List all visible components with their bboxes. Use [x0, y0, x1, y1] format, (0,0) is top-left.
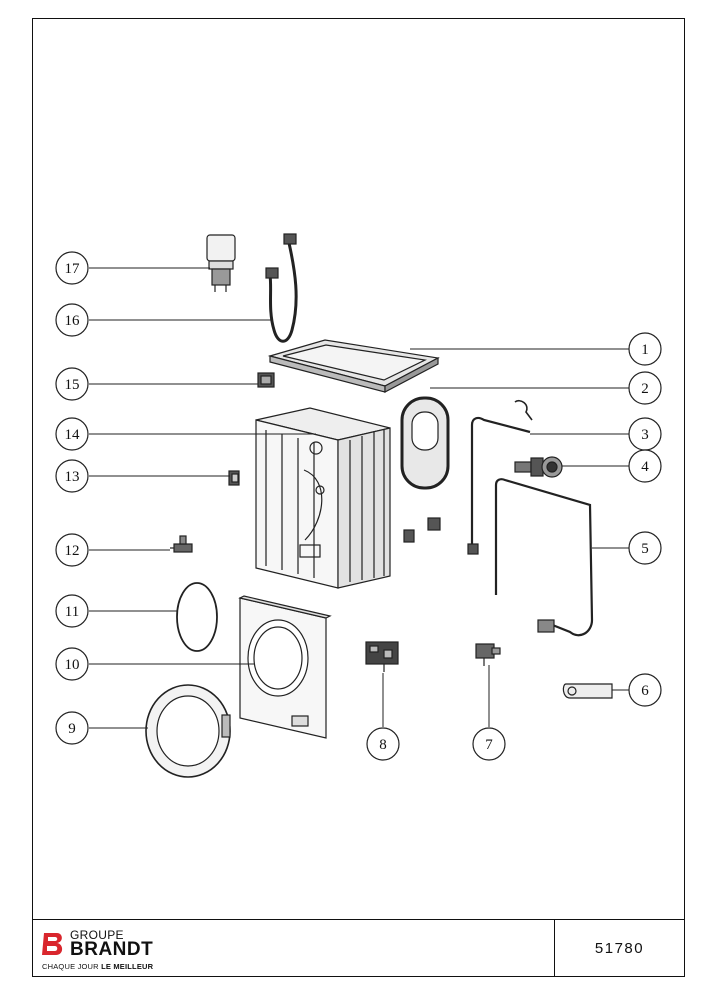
callout-7: 7: [485, 737, 493, 753]
callout-13: 13: [65, 469, 80, 485]
document-number: 51780: [594, 940, 645, 957]
part-13-clip: [228, 470, 240, 486]
callout-16: 16: [65, 313, 81, 329]
tagline-bold: LE MEILLEUR: [101, 962, 154, 971]
brand-tagline: CHAQUE JOUR LE MEILLEUR: [42, 962, 153, 971]
brand-group-label: GROUPE: [70, 928, 124, 942]
part-17-pump-motor: [206, 234, 236, 292]
callout-15: 15: [65, 377, 80, 393]
part-5-drain-hose: [494, 478, 594, 637]
callout-circles: [55, 251, 662, 761]
part-12-lock: [170, 535, 193, 553]
drawing-sheet: [32, 18, 685, 977]
callout-6: 6: [641, 683, 649, 699]
part-11-door-seal: [176, 582, 218, 652]
title-block-divider: [554, 920, 555, 977]
callout-12: 12: [65, 543, 80, 559]
callout-11: 11: [65, 604, 79, 620]
part-2-gasket: [400, 396, 450, 490]
callout-17: 17: [65, 261, 81, 277]
part-3-tube: [467, 399, 533, 555]
callout-5: 5: [641, 541, 649, 557]
callout-10: 10: [65, 657, 80, 673]
part-10-front-panel: [238, 595, 332, 739]
small-parts: [403, 517, 441, 543]
callout-3: 3: [641, 427, 649, 443]
part-4-filter-fitting: [514, 456, 563, 478]
brand-name: BRANDT: [70, 939, 154, 960]
tagline-prefix: CHAQUE JOUR: [42, 962, 102, 971]
callout-14: 14: [65, 427, 81, 443]
brandt-logo-icon: [42, 933, 63, 955]
part-8-control-board: [365, 641, 399, 672]
part-6-clamp: [562, 683, 613, 699]
exploded-view-diagram: 1 2 3 4 5 6 7 8 9 10 11 12 13 14 15 16 1…: [55, 233, 662, 778]
title-block: GROUPE BRANDT CHAQUE JOUR LE MEILLEUR 51…: [32, 919, 685, 977]
callout-1: 1: [641, 342, 649, 358]
callout-2: 2: [641, 381, 649, 397]
leader-lines: [89, 267, 629, 729]
part-15-bracket: [257, 372, 275, 388]
callout-4: 4: [641, 459, 649, 475]
part-9-door: [145, 684, 231, 778]
callout-8: 8: [379, 737, 387, 753]
part-16-inlet-hose: [265, 233, 298, 343]
part-7-inlet-valve: [475, 643, 501, 666]
part-1-top-panel: [267, 339, 440, 393]
callout-9: 9: [68, 721, 76, 737]
part-14-cabinet: [255, 407, 391, 589]
